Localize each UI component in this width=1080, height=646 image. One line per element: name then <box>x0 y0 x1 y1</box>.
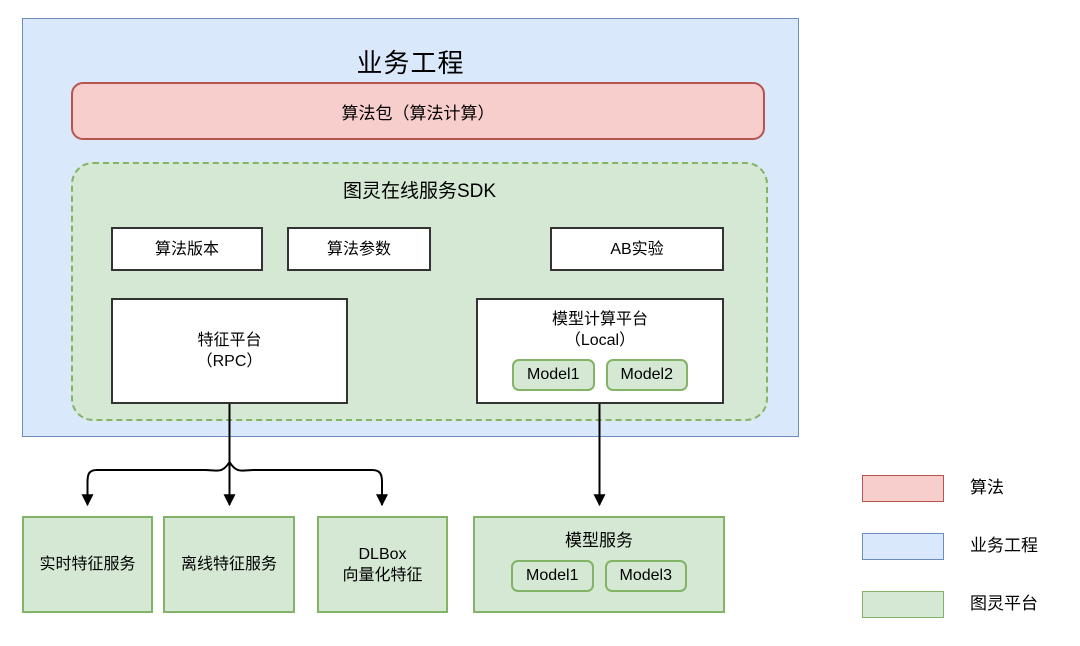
algorithm-package-box[interactable]: 算法包（算法计算） <box>71 82 765 140</box>
legend-label-business: 业务工程 <box>970 536 1038 555</box>
model-service-chip-2[interactable]: Model3 <box>604 560 687 592</box>
business-engineering-title: 业务工程 <box>356 48 465 78</box>
legend-swatch-business-icon <box>862 532 944 560</box>
model-service-title: 模型服务 <box>565 531 633 550</box>
diagram-canvas: 业务工程 算法包（算法计算） 图灵在线服务SDK 算法版本 算法参数 AB实验 … <box>22 18 1038 618</box>
algorithm-params-label: 算法参数 <box>326 240 391 258</box>
ab-experiment-label: AB实验 <box>610 240 664 258</box>
legend-item-algorithm: 算法 <box>862 472 1072 504</box>
legend-item-turing: 图灵平台 <box>862 588 1072 620</box>
algorithm-version-box[interactable]: 算法版本 <box>111 227 263 271</box>
dlbox-label: DLBox <box>358 545 407 563</box>
ab-experiment-box[interactable]: AB实验 <box>550 227 724 271</box>
legend-item-business: 业务工程 <box>862 530 1072 562</box>
feature-platform-label: 特征平台 <box>197 332 262 349</box>
algorithm-version-label: 算法版本 <box>154 240 219 258</box>
legend: 算法 业务工程 图灵平台 <box>862 472 1072 646</box>
turing-online-sdk-title: 图灵在线服务SDK <box>342 181 497 202</box>
model-compute-platform-mode: （Local） <box>564 332 636 349</box>
feature-platform-protocol: （RPC） <box>196 353 263 370</box>
model-compute-chip-group: Model1 Model2 <box>512 359 688 391</box>
legend-label-turing: 图灵平台 <box>970 594 1038 613</box>
model-service-chip-1[interactable]: Model1 <box>511 560 594 592</box>
legend-swatch-turing-icon <box>862 590 944 618</box>
offline-feature-service-box[interactable]: 离线特征服务 <box>163 516 295 613</box>
offline-feature-service-label: 离线特征服务 <box>180 556 277 573</box>
model-chip-2[interactable]: Model2 <box>605 359 688 391</box>
dlbox-vector-feature-box[interactable]: DLBox 向量化特征 <box>317 516 448 613</box>
model-compute-platform-label: 模型计算平台 <box>551 311 648 328</box>
legend-swatch-algorithm-icon <box>862 474 944 502</box>
algorithm-params-box[interactable]: 算法参数 <box>287 227 431 271</box>
model-service-chip-group: Model1 Model3 <box>511 560 687 592</box>
feature-platform-box[interactable]: 特征平台 （RPC） <box>111 298 348 404</box>
legend-label-algorithm: 算法 <box>970 478 1004 497</box>
dlbox-vector-feature-label: 向量化特征 <box>342 566 423 584</box>
realtime-feature-service-label: 实时特征服务 <box>39 556 136 573</box>
model-compute-platform-box[interactable]: 模型计算平台 （Local） Model1 Model2 <box>476 298 724 404</box>
model-service-box[interactable]: 模型服务 Model1 Model3 <box>473 516 725 613</box>
realtime-feature-service-box[interactable]: 实时特征服务 <box>22 516 153 613</box>
model-chip-1[interactable]: Model1 <box>512 359 595 391</box>
edge-feature-to-dlbox <box>228 461 388 507</box>
algorithm-package-label: 算法包（算法计算） <box>341 103 495 123</box>
edge-feature-to-realtime <box>81 461 231 507</box>
